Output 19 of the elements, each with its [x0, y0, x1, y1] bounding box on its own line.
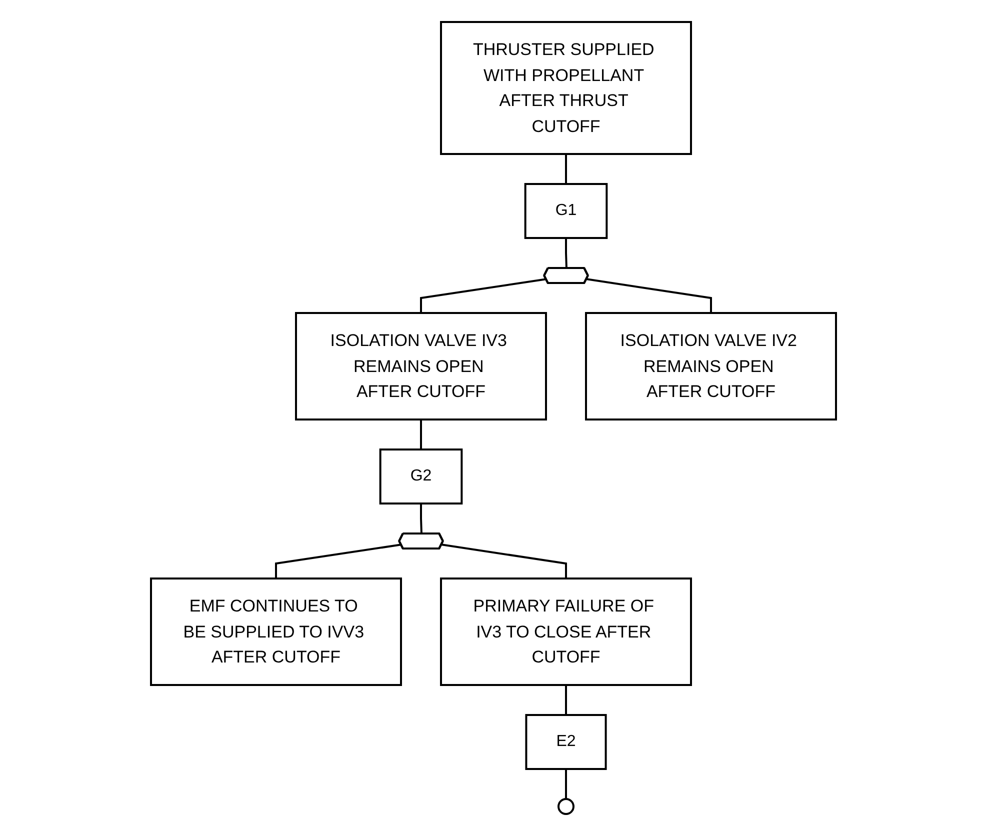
connector: [274, 543, 401, 578]
connector: [420, 503, 422, 534]
connector: [420, 278, 546, 312]
node-box: ISOLATION VALVE IV3 REMAINS OPEN AFTER CUTOFF: [294, 312, 546, 420]
node-box: EMF CONTINUES TO BE SUPPLIED TO IVV3 AFTER CUTOFF: [150, 577, 402, 686]
node-box: THRUSTER SUPPLIED WITH PROPELLANT AFTER THRUST CUTOFF: [440, 20, 692, 154]
connector: [420, 419, 422, 449]
node-circle: [557, 798, 574, 814]
node-box: PRIMARY FAILURE OF IV3 TO CLOSE AFTER CUTOFF: [440, 577, 692, 686]
connector: [564, 684, 566, 714]
connector: [564, 768, 566, 798]
node-box: G2: [378, 448, 462, 504]
connector: [564, 154, 566, 184]
connector: [441, 543, 566, 578]
node-box: ISOLATION VALVE IV2 REMAINS OPEN AFTER CUTOFF: [584, 312, 836, 420]
connector: [564, 238, 567, 268]
connector: [586, 278, 712, 312]
node-box: E2: [524, 714, 606, 770]
node-box: G1: [524, 182, 608, 238]
